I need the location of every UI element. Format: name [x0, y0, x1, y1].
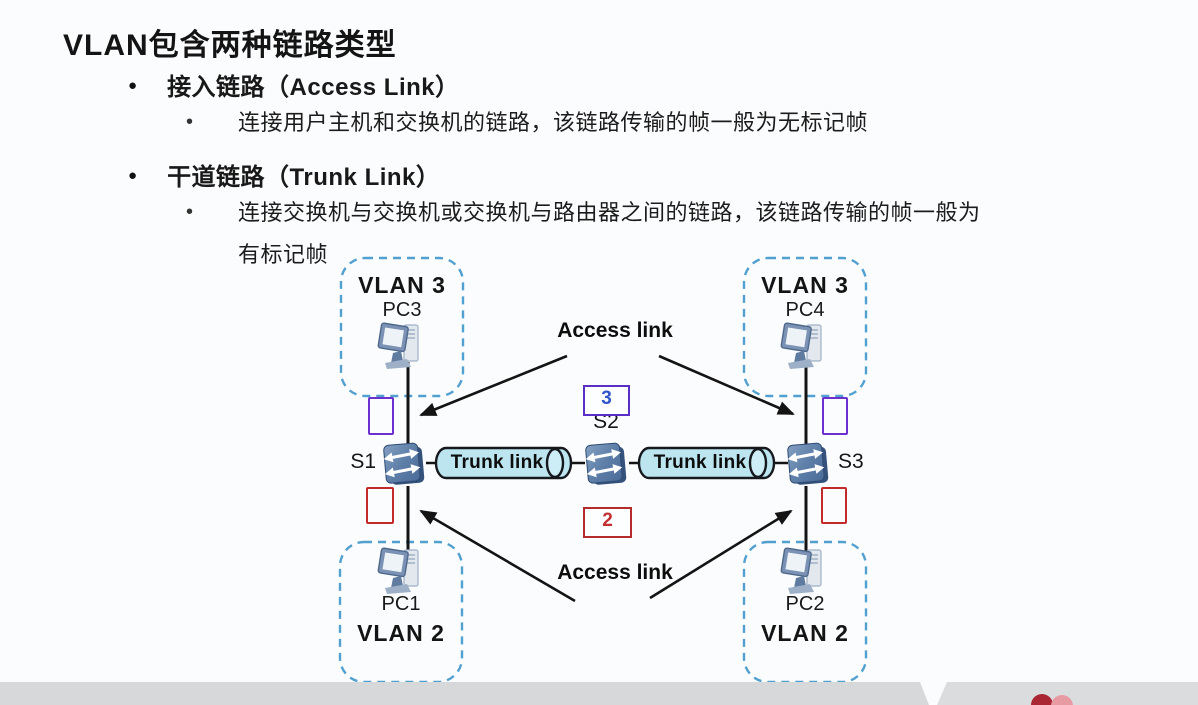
switch-icon	[584, 442, 627, 485]
vlan-group-label: VLAN 2	[761, 620, 849, 646]
bullet-item-access-link: ● 接入链路（Access Link）	[128, 67, 460, 102]
pc-name-label: PC3	[382, 299, 422, 321]
switch-icon	[786, 442, 829, 485]
pc-icon	[780, 322, 822, 369]
vlan-group-label: VLAN 2	[357, 620, 445, 646]
untagged-frame-vlan3	[368, 397, 394, 435]
trunk-link-label: Trunk link	[653, 452, 747, 473]
vlan-group-label: VLAN 3	[761, 272, 849, 298]
vlan-group-label: VLAN 3	[358, 272, 446, 298]
trunk-link-label: Trunk link	[450, 452, 544, 473]
footer-bar	[0, 682, 929, 705]
tagged-frame-vlan3: 3	[583, 385, 630, 416]
page-title: VLAN包含两种链路类型	[63, 29, 397, 62]
untagged-frame-vlan3	[822, 397, 848, 435]
trunk-link-pipe	[434, 446, 573, 480]
bullet-label: 干道链路（Trunk Link）	[167, 164, 441, 191]
pc-icon	[377, 547, 419, 594]
pc-icon	[377, 322, 419, 369]
bullet-desc-trunk: 连接交换机与交换机或交换机与路由器之间的链路，该链路传输的帧一般为有标记帧	[238, 200, 981, 267]
footer-bar	[937, 682, 1198, 705]
bullet-label: 接入链路（Access Link）	[167, 74, 460, 101]
trunk-link-pipe	[637, 446, 776, 480]
access-link-label-top: Access link	[557, 319, 673, 342]
switch-label-s1: S1	[350, 450, 376, 473]
untagged-frame-vlan2	[366, 487, 394, 524]
bullet-item-trunk-link: ● 干道链路（Trunk Link）	[128, 157, 440, 192]
bullet-dot-icon: ●	[128, 167, 138, 184]
switch-icon	[382, 442, 425, 485]
bullet-desc-access: 连接用户主机和交换机的链路，该链路传输的帧一般为无标记帧	[238, 110, 869, 135]
sub-bullet-dot-icon: •	[186, 201, 194, 223]
switch-label-s3: S3	[838, 450, 864, 473]
access-link-label-bottom: Access link	[557, 561, 673, 584]
pc-name-label: PC1	[381, 593, 421, 615]
untagged-frame-vlan2	[821, 487, 847, 524]
bullet-dot-icon: ●	[128, 77, 138, 94]
pc-name-label: PC4	[785, 299, 825, 321]
sub-bullet-dot-icon: •	[186, 111, 194, 133]
pc-icon	[780, 547, 822, 594]
tagged-frame-vlan2: 2	[583, 507, 632, 538]
pc-name-label: PC2	[785, 593, 825, 615]
